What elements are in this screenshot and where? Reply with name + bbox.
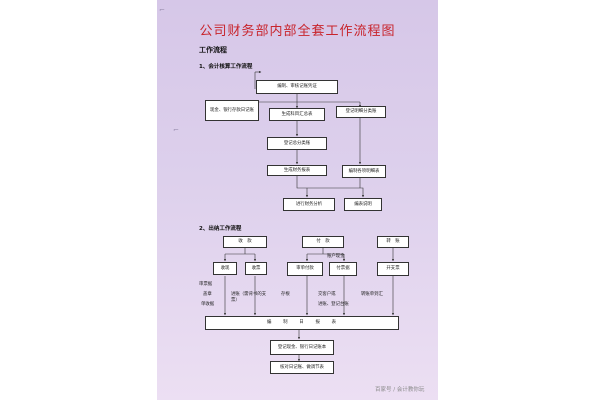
pay-box: 付 款 xyxy=(302,236,344,248)
collect-cash-box: 收现 xyxy=(213,262,237,275)
check-ledger-box: 核对日记账、做调节表 xyxy=(270,361,334,374)
pay-note-box: 付票据 xyxy=(329,262,357,276)
collect-note-box: 收票 xyxy=(245,262,267,275)
section-heading: 工作流程 xyxy=(199,46,227,54)
document-page: ⌐ ⌐ 公司财务部内部全套工作流程图 工作流程 1、会计核算工作流程 xyxy=(157,0,438,400)
detail-ledger-box: 登记明细分类账 xyxy=(336,106,386,118)
customer-label: 交客户或 xyxy=(318,292,336,297)
general-ledger-box: 登记总分类账 xyxy=(267,137,327,150)
receipt-label: 单收据 xyxy=(201,302,215,307)
summary-table-box: 生成科目汇总表 xyxy=(269,108,325,121)
daily-report-box: 编 制 日 报 表 xyxy=(205,316,399,330)
cash-bank-journal-box: 现金、银行存款日记账 xyxy=(205,100,259,121)
accounting-flow-heading: 1、会计核算工作流程 xyxy=(199,64,253,70)
issue-note-box: 开支票 xyxy=(377,262,409,276)
account-tag-label: 账户现金 xyxy=(327,254,345,259)
report-notes-box: 编表说明 xyxy=(344,198,382,211)
cashier-flow-heading: 2、出纳工作流程 xyxy=(199,226,242,232)
register-journal-box: 登记现金、银行日记账本 xyxy=(270,340,334,355)
ledger-register-label: 进账、登记台账 xyxy=(318,302,349,307)
compile-vouchers-box: 编制、审核记账凭证 xyxy=(256,80,338,94)
watermark: 百家号 / 会计教你玩 xyxy=(375,387,425,393)
detail-table-box: 编制各项明细表 xyxy=(342,165,386,178)
transfer-box: 转 账 xyxy=(377,236,409,248)
seal-label: 盖章 xyxy=(203,292,212,297)
remittance-label: 转账单到汇 xyxy=(361,292,383,297)
review-tag-label: 审票据 xyxy=(199,282,213,287)
audit-pay-box: 审单付款 xyxy=(287,262,323,276)
balance-sheet-box: 生成财务报表 xyxy=(267,165,327,176)
page-edge-marker: ⌐ xyxy=(159,6,165,14)
financial-analysis-box: 进行财务分析 xyxy=(283,198,335,211)
stub-label: 存根 xyxy=(281,292,290,297)
deposit-note-label: 进账（需背书的支票） xyxy=(231,292,267,303)
document-title: 公司财务部内部全套工作流程图 xyxy=(199,24,396,39)
page-edge-marker: ⌐ xyxy=(173,126,179,134)
receive-box: 收 款 xyxy=(223,236,267,248)
